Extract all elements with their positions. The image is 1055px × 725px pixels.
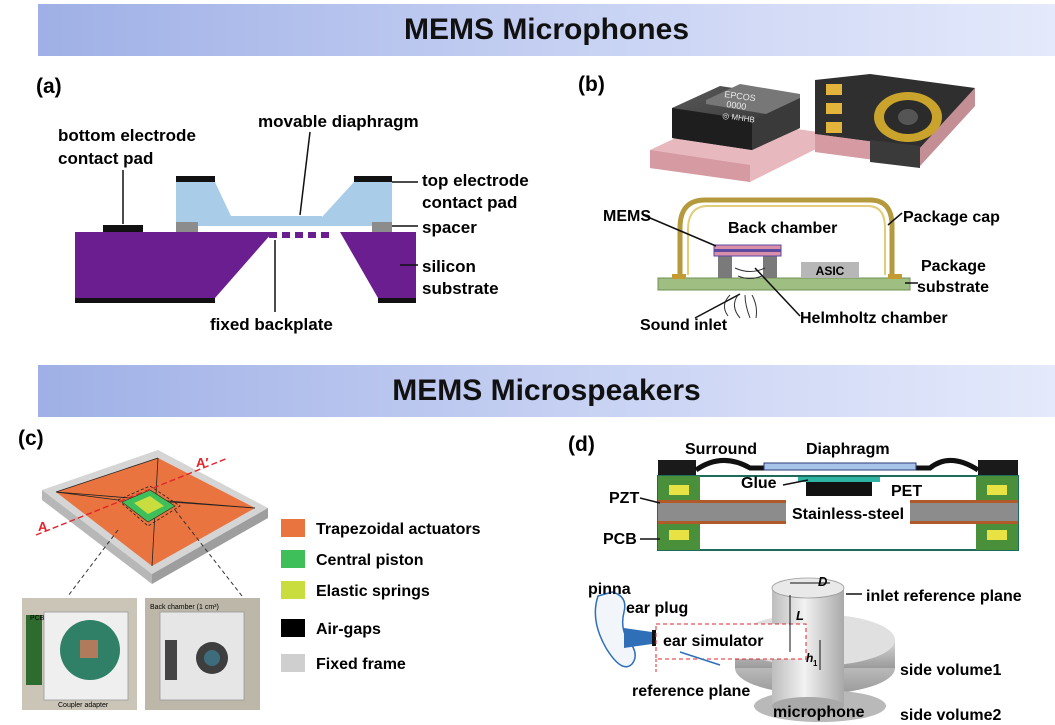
legend-swatch-piston [281,550,305,568]
panel-b-label: (b) [578,73,605,96]
panel-d: (d) Surround Diaphragm Glue P [568,433,1022,724]
label-back-chamber: Back chamber [728,220,837,237]
label-helmholtz: Helmholtz chamber [800,310,948,327]
photo-label-back-chamber: Back chamber (1 cm³) [150,604,219,611]
legend-label-piston: Central piston [316,552,424,569]
label-pet: PET [891,483,922,500]
label-package-cap: Package cap [903,209,1000,226]
panel-c-label: (c) [18,427,44,450]
legend-swatch-airgaps [281,619,305,637]
label-h: h [806,651,813,665]
label-diaphragm: Diaphragm [806,441,890,458]
label-spacer: spacer [422,218,477,237]
left-top-contact [176,176,215,182]
microphones-title: MEMS Microphones [403,13,689,46]
top-electrode-pad [354,176,392,182]
label-top-electrode-pad: contact pad [422,193,517,212]
legend-swatch-frame [281,654,305,672]
diaphragm-body [176,182,392,226]
asic-label: ASIC [816,264,845,278]
label-microphone: microphone [773,704,865,721]
label-sound-inlet: Sound inlet [640,317,728,334]
label-pzt: PZT [609,490,639,507]
speaker-cross-section [657,458,1019,551]
label-reference-plane: reference plane [632,683,750,700]
microphone-package-bottom [815,74,975,168]
label-bottom-electrode: bottom electrode [58,126,196,145]
label-pcb-d: PCB [603,531,637,548]
substrate-right [340,232,416,298]
panel-b: (b) EPCOS 0000 ◎ MHHB [578,73,1000,334]
label-top-electrode: top electrode [422,171,529,190]
label-mems: MEMS [603,208,651,225]
label-ear-plug: ear plug [626,600,688,617]
photo-label-pcb: PCB [30,615,45,622]
legend-label-airgaps: Air-gaps [316,621,381,638]
label-substrate-b: substrate [917,279,989,296]
photo-module-pcb: PCB Coupler adapter [22,598,137,710]
label-d: D [818,574,828,589]
legend-swatch-trapezoidal [281,519,305,537]
panel-a: (a) bottom electrode contact pad movable… [36,75,529,334]
legend-label-trapezoidal: Trapezoidal actuators [316,521,481,538]
microphone-package-top: EPCOS 0000 ◎ MHHB [650,84,818,182]
legend-swatch-springs [281,581,305,599]
label-l: L [796,608,804,623]
bottom-layer-right [378,298,416,303]
bottom-electrode-pad [103,225,143,232]
photo-module-back-chamber: Back chamber (1 cm³) [145,598,260,710]
label-ear-simulator: ear simulator [663,633,763,650]
label-pinna: pinna [588,581,631,598]
label-h-subscript: 1 [813,659,818,668]
label-a: A [38,519,48,534]
panel-d-label: (d) [568,433,595,456]
label-silicon: silicon [422,257,476,276]
label-bottom-electrode-pad: contact pad [58,149,153,168]
label-glue: Glue [741,475,777,492]
label-a-prime: A′ [196,455,209,470]
panel-c: (c) A′ A PCB Cou [18,427,481,710]
microspeakers-banner: MEMS Microspeakers [38,365,1055,417]
panel-a-label: (a) [36,75,62,98]
microspeakers-title: MEMS Microspeakers [392,374,701,407]
label-surround: Surround [685,441,757,458]
microphones-banner: MEMS Microphones [38,4,1055,56]
chip-marking-1: EPCOS [724,89,757,103]
chip-marking-2: 0000 [726,99,747,112]
label-stainless: Stainless-steel [792,506,904,523]
label-side-volume2: side volume2 [900,707,1001,724]
label-inlet-reference: inlet reference plane [866,588,1022,605]
photo-label-coupler: Coupler adapter [58,702,109,709]
label-package: Package [921,258,986,275]
legend-label-springs: Elastic springs [316,583,430,600]
label-movable-diaphragm: movable diaphragm [258,112,419,131]
legend-label-frame: Fixed frame [316,656,406,673]
spacer-left [176,222,198,232]
fixed-backplate [230,232,329,238]
label-substrate: substrate [422,279,499,298]
substrate-left [75,232,272,298]
microspeaker-chip [35,450,268,584]
label-side-volume1: side volume1 [900,662,1001,679]
package-cross-section: ASIC [657,197,911,319]
bottom-layer-left [75,298,215,303]
ear-simulator-drawing [594,577,895,722]
label-fixed-backplate: fixed backplate [210,315,333,334]
legend: Trapezoidal actuators Central piston Ela… [281,519,481,673]
spacer-right [372,222,392,232]
